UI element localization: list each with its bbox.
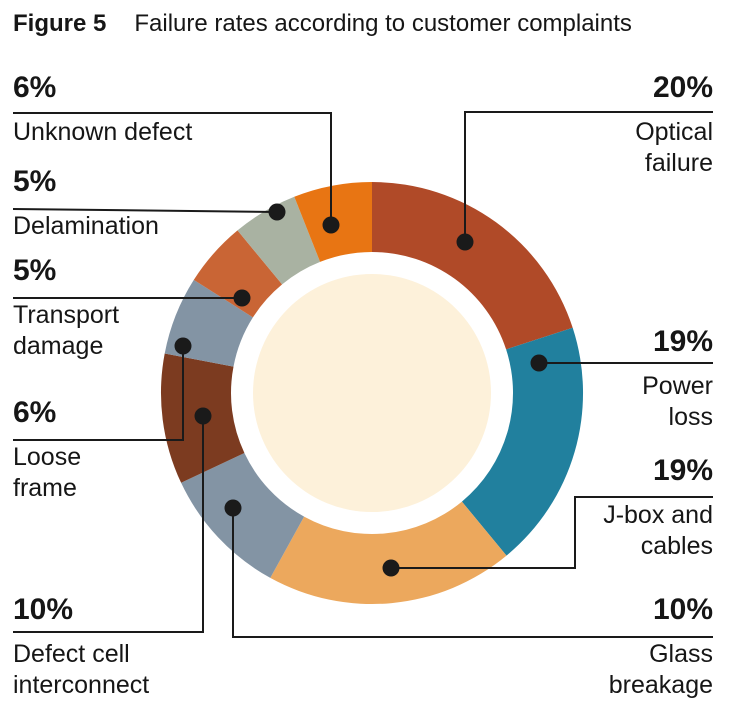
callout-pct: 19% [652, 454, 713, 487]
callout-j-box-and-cables: 19% J-box and cables [603, 455, 713, 562]
callout-pct: 10% [652, 593, 713, 626]
callout-loose-frame: 6% Loose frame [13, 397, 81, 504]
segment-optical-failure [372, 182, 573, 350]
callout-line-loose-frame [13, 346, 184, 441]
figure-number: Figure 5 [13, 10, 107, 37]
callout-defect-cell-interconnect: 10% Defect cell interconnect [13, 594, 149, 701]
callout-dot-unknown-defect [322, 216, 340, 234]
callout-dot-delamination [268, 203, 286, 221]
callout-line-glass-breakage [232, 508, 713, 638]
callout-label: Optical failure [635, 118, 713, 177]
callout-unknown-defect: 6% Unknown defect [13, 72, 192, 148]
callout-pct: 20% [652, 71, 713, 104]
callout-pct: 5% [13, 254, 57, 287]
callout-optical-failure: 20% Optical failure [635, 72, 713, 179]
callout-line-unknown-defect [13, 112, 332, 225]
callout-line-delamination [12, 208, 278, 213]
callout-pct: 19% [652, 325, 713, 358]
segment-j-box-and-cables [270, 501, 507, 605]
callout-label: Transport damage [13, 301, 120, 360]
callout-line-j-box-and-cables [391, 496, 713, 569]
figure-title: Figure 5 Failure rates according to custo… [13, 9, 632, 39]
callout-glass-breakage: 10% Glass breakage [609, 594, 713, 701]
callout-pct: 6% [13, 396, 57, 429]
callout-label: Power loss [642, 372, 713, 431]
callout-label: Defect cell interconnect [13, 640, 150, 699]
callout-dot-glass-breakage [224, 499, 242, 517]
callout-label: Unknown defect [13, 118, 193, 146]
segment-transport-damage [193, 230, 283, 318]
callout-dot-defect-cell-interconnect [194, 407, 212, 425]
callout-delamination: 5% Delamination [13, 166, 159, 242]
callout-power-loss: 19% Power loss [642, 326, 713, 433]
callout-line-defect-cell-interconnect [13, 416, 204, 633]
callout-dot-optical-failure [456, 233, 474, 251]
callout-label: J-box and cables [603, 501, 713, 560]
callout-dot-j-box-and-cables [382, 559, 400, 577]
segment-delamination [237, 196, 321, 285]
callout-dot-power-loss [530, 354, 548, 372]
callout-dot-loose-frame [174, 337, 192, 355]
callout-label: Loose frame [13, 443, 82, 502]
callout-dot-transport-damage [233, 289, 251, 307]
segment-glass-breakage [181, 453, 305, 578]
figure-caption: Failure rates according to customer comp… [134, 10, 632, 37]
callout-pct: 5% [13, 165, 57, 198]
donut-center [253, 274, 491, 512]
segment-power-loss [461, 327, 584, 556]
callout-pct: 10% [13, 593, 74, 626]
callout-transport-damage: 5% Transport damage [13, 255, 119, 362]
callout-label: Delamination [13, 212, 159, 240]
callout-line-optical-failure [464, 111, 713, 242]
callout-pct: 6% [13, 71, 57, 104]
callout-label: Glass breakage [608, 640, 713, 699]
